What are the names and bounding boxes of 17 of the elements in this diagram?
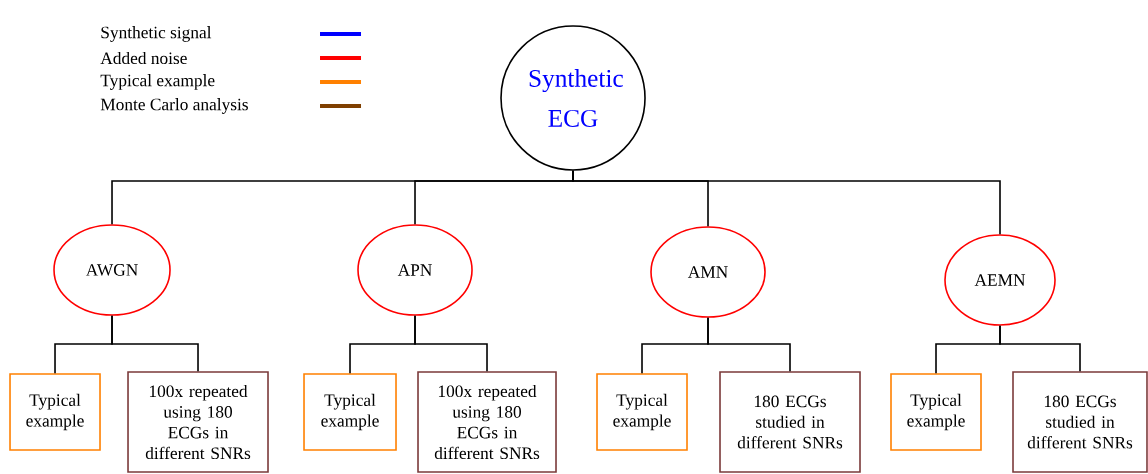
legend-label: Monte Carlo analysis [100, 98, 248, 114]
example-box: Typical example [303, 373, 397, 451]
analysis-box: 100x repeated using 180 ECGs in different SNRs [127, 371, 269, 473]
legend-label: Typical example [100, 74, 215, 90]
connector-line [707, 317, 791, 372]
analysis-box: 100x repeated using 180 ECGs in different SNRs [417, 371, 557, 473]
connector-line [999, 325, 1081, 372]
legend-label: Synthetic signal [101, 26, 212, 42]
example-box: Typical example [596, 373, 688, 451]
example-box: Typical example [890, 373, 982, 451]
analysis-box: 180 ECGs studied in different SNRs [719, 371, 861, 473]
connector-line [414, 315, 488, 372]
connector-line [111, 315, 199, 372]
legend-label: Added noise [100, 51, 187, 65]
example-box: Typical example [9, 373, 101, 451]
analysis-box: 180 ECGs studied in different SNRs [1012, 371, 1148, 473]
connector-line [572, 170, 1001, 235]
